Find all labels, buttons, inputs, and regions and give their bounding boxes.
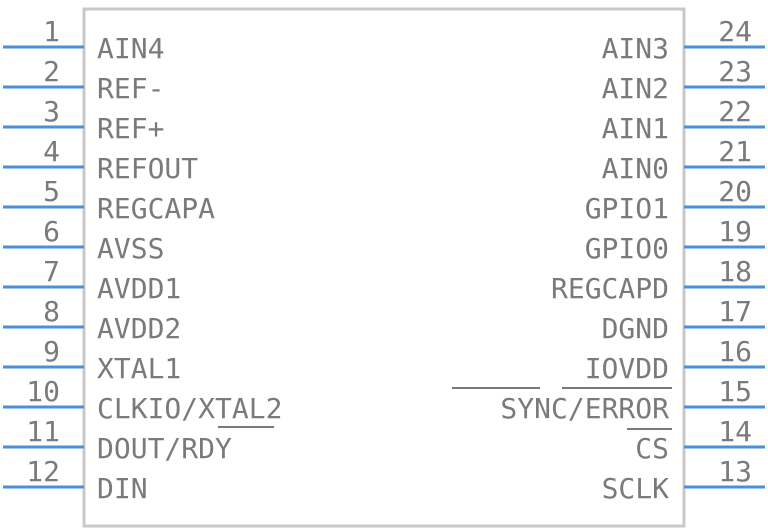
pin-8-label: AVDD2 <box>97 312 181 345</box>
pin-16-number: 16 <box>718 335 752 368</box>
pin-3-number: 3 <box>43 95 60 128</box>
pin-24-label: AIN3 <box>602 32 669 65</box>
pin-23-number: 23 <box>718 55 752 88</box>
pin-10-number: 10 <box>26 375 60 408</box>
pin-11-number: 11 <box>26 415 60 448</box>
pin-6-label: AVSS <box>97 232 164 265</box>
pin-9-label: XTAL1 <box>97 352 181 385</box>
pin-7-label: AVDD1 <box>97 272 181 305</box>
pin-3-label: REF+ <box>97 112 164 145</box>
pin-8-number: 8 <box>43 295 60 328</box>
pin-17-label: DGND <box>602 312 669 345</box>
pin-18-label: REGCAPD <box>551 272 669 305</box>
pin-4-number: 4 <box>43 135 60 168</box>
pin-15-label: SYNC/ERROR <box>500 392 669 425</box>
pin-21-number: 21 <box>718 135 752 168</box>
pin-24-number: 24 <box>718 15 752 48</box>
pin-19-number: 19 <box>718 215 752 248</box>
pin-7-number: 7 <box>43 255 60 288</box>
pin-1-number: 1 <box>43 15 60 48</box>
pin-18-number: 18 <box>718 255 752 288</box>
pin-13-label: SCLK <box>602 472 670 505</box>
pin-20-number: 20 <box>718 175 752 208</box>
pin-20-label: GPIO1 <box>585 192 669 225</box>
pin-22-label: AIN1 <box>602 112 669 145</box>
pin-23-label: AIN2 <box>602 72 669 105</box>
pin-16-label: IOVDD <box>585 352 669 385</box>
pin-22-number: 22 <box>718 95 752 128</box>
pin-12-number: 12 <box>26 455 60 488</box>
pin-6-number: 6 <box>43 215 60 248</box>
ic-body <box>82 7 686 528</box>
pin-14-number: 14 <box>718 415 752 448</box>
pin-4-label: REFOUT <box>97 152 198 185</box>
pin-1-label: AIN4 <box>97 32 164 65</box>
pin-13-number: 13 <box>718 455 752 488</box>
pin-19-label: GPIO0 <box>585 232 669 265</box>
pin-10-label: CLKIO/XTAL2 <box>97 392 282 425</box>
overbar-group <box>218 387 672 430</box>
pin-14-label: CS <box>635 432 669 465</box>
pin-17-number: 17 <box>718 295 752 328</box>
pin-2-label: REF- <box>97 72 164 105</box>
pin-9-number: 9 <box>43 335 60 368</box>
pin-15-number: 15 <box>718 375 752 408</box>
pin-5-label: REGCAPA <box>97 192 215 225</box>
pin-5-number: 5 <box>43 175 60 208</box>
pin-12-label: DIN <box>97 472 148 505</box>
pin-21-label: AIN0 <box>602 152 669 185</box>
pin-11-label: DOUT/RDY <box>97 432 232 465</box>
pin-2-number: 2 <box>43 55 60 88</box>
